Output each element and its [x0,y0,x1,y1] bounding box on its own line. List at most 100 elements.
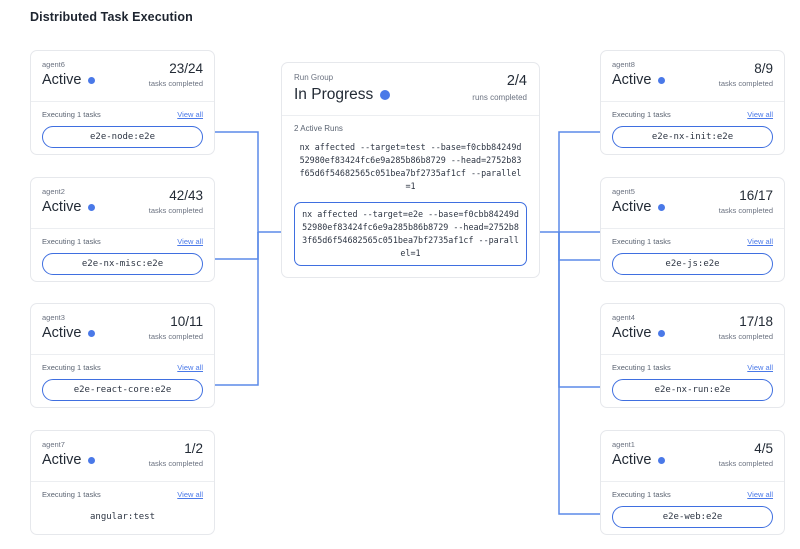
task-count-caption: tasks completed [718,332,773,341]
agent-card-agent3[interactable]: agent3 Active 10/11 tasks completed Exec… [30,303,215,408]
executing-row: Executing 1 tasks View all [42,490,203,499]
agent-card-header: agent4 Active 17/18 tasks completed [601,304,784,354]
status-dot-icon [380,90,391,100]
executing-row: Executing 1 tasks View all [42,237,203,246]
task-count: 16/17 [739,188,773,203]
agent-card-header: agent3 Active 10/11 tasks completed [31,304,214,354]
agent-card-agent6[interactable]: agent6 Active 23/24 tasks completed Exec… [30,50,215,155]
agent-card-body: Executing 1 tasks View all e2e-nx-init:e… [601,101,784,154]
agent-status-label: Active [42,199,82,215]
executing-label: Executing 1 tasks [42,490,101,499]
executing-label: Executing 1 tasks [612,110,671,119]
agent-status: Active [612,324,773,343]
executing-row: Executing 1 tasks View all [612,237,773,246]
run-group-label: Run Group [294,73,334,82]
task-chip[interactable]: angular:test [89,512,156,522]
task-count: 17/18 [739,314,773,329]
run-group-header: Run Group In Progress 2/4 runs completed [282,63,539,115]
view-all-link[interactable]: View all [177,363,203,372]
agent-card-body: Executing 1 tasks View all e2e-node:e2e [31,101,214,154]
agent-card-agent7[interactable]: agent7 Active 1/2 tasks completed Execut… [30,430,215,535]
view-all-link[interactable]: View all [747,490,773,499]
task-chip[interactable]: e2e-js:e2e [612,253,773,275]
agent-status: Active [612,198,773,217]
agent-status-label: Active [42,452,82,468]
status-dot-icon [657,329,665,338]
status-dot-icon [87,329,95,338]
agent-card-agent4[interactable]: agent4 Active 17/18 tasks completed Exec… [600,303,785,408]
task-count-caption: tasks completed [148,459,203,468]
run-group-status: In Progress [294,85,527,105]
run-command-1[interactable]: nx affected --target=test --base=f0cbb84… [299,142,522,191]
task-count-caption: tasks completed [718,79,773,88]
executing-label: Executing 1 tasks [42,363,101,372]
agent-card-agent1[interactable]: agent1 Active 4/5 tasks completed Execut… [600,430,785,535]
agent-status-label: Active [612,452,652,468]
run-group-body: 2 Active Runs nx affected --target=test … [282,115,539,277]
agent-name: agent3 [42,313,65,322]
status-dot-icon [657,456,665,465]
status-dot-icon [87,76,95,85]
agent-card-body: Executing 1 tasks View all e2e-nx-misc:e… [31,228,214,281]
task-count-caption: tasks completed [148,79,203,88]
agent-card-body: Executing 1 tasks View all e2e-web:e2e [601,481,784,534]
agent-card-agent5[interactable]: agent5 Active 16/17 tasks completed Exec… [600,177,785,282]
executing-row: Executing 1 tasks View all [612,363,773,372]
view-all-link[interactable]: View all [177,237,203,246]
agent-name: agent5 [612,187,635,196]
agent-card-agent2[interactable]: agent2 Active 42/43 tasks completed Exec… [30,177,215,282]
task-count: 4/5 [754,441,773,456]
task-count: 23/24 [169,61,203,76]
task-chip[interactable]: e2e-web:e2e [612,506,773,528]
agent-status: Active [612,451,773,470]
task-chip[interactable]: e2e-react-core:e2e [42,379,203,401]
task-count: 1/2 [184,441,203,456]
page-title: Distributed Task Execution [30,10,193,24]
task-count-caption: tasks completed [718,459,773,468]
runs-count: 2/4 [506,73,527,89]
executing-row: Executing 1 tasks View all [612,110,773,119]
agent-status: Active [612,71,773,90]
run-group-status-label: In Progress [294,86,374,103]
task-chip[interactable]: e2e-nx-misc:e2e [42,253,203,275]
agent-status-label: Active [612,72,652,88]
executing-label: Executing 1 tasks [42,110,101,119]
view-all-link[interactable]: View all [747,237,773,246]
agent-name: agent6 [42,60,65,69]
agent-status-label: Active [42,72,82,88]
view-all-link[interactable]: View all [747,110,773,119]
executing-label: Executing 1 tasks [612,490,671,499]
task-chip[interactable]: e2e-nx-run:e2e [612,379,773,401]
agent-name: agent7 [42,440,65,449]
agent-card-body: Executing 1 tasks View all e2e-js:e2e [601,228,784,281]
agent-card-agent8[interactable]: agent8 Active 8/9 tasks completed Execut… [600,50,785,155]
task-chip[interactable]: e2e-node:e2e [42,126,203,148]
runs-count-caption: runs completed [472,93,527,102]
agent-card-header: agent1 Active 4/5 tasks completed [601,431,784,481]
status-dot-icon [657,76,665,85]
view-all-link[interactable]: View all [177,110,203,119]
executing-label: Executing 1 tasks [42,237,101,246]
status-dot-icon [657,203,665,212]
agent-name: agent4 [612,313,635,322]
task-count: 10/11 [170,314,203,329]
agent-status-label: Active [42,325,82,341]
view-all-link[interactable]: View all [747,363,773,372]
agent-card-body: Executing 1 tasks View all angular:test [31,481,214,534]
agent-status: Active [42,324,203,343]
run-group-card[interactable]: Run Group In Progress 2/4 runs completed… [281,62,540,278]
task-chip[interactable]: e2e-nx-init:e2e [612,126,773,148]
executing-row: Executing 1 tasks View all [612,490,773,499]
active-runs-label: 2 Active Runs [294,124,343,133]
agent-status: Active [42,198,203,217]
task-count-caption: tasks completed [148,332,203,341]
view-all-link[interactable]: View all [177,490,203,499]
agent-status: Active [42,71,203,90]
agent-card-header: agent8 Active 8/9 tasks completed [601,51,784,101]
run-command-2-selected[interactable]: nx affected --target=e2e --base=f0cbb842… [294,202,527,266]
agent-card-body: Executing 1 tasks View all e2e-nx-run:e2… [601,354,784,407]
wire-agent6-to-rungroup [205,131,292,233]
agent-card-header: agent7 Active 1/2 tasks completed [31,431,214,481]
task-count-caption: tasks completed [718,206,773,215]
